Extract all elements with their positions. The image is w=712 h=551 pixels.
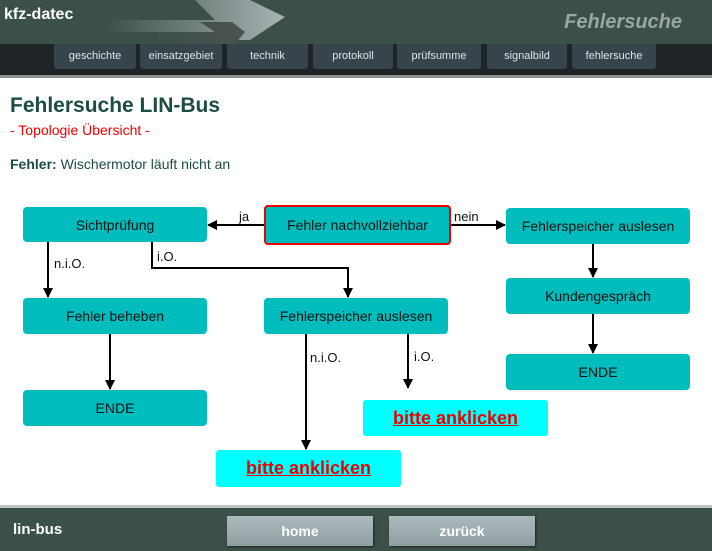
box-ende-left: ENDE <box>23 390 207 426</box>
link-bitte-anklicken-io[interactable]: bitte anklicken <box>363 400 548 436</box>
tab-technik[interactable]: technik <box>227 44 308 69</box>
fault-label: Fehler: <box>10 156 57 172</box>
header: kfz-datec Fehlersuche <box>0 0 712 44</box>
logo: kfz-datec <box>4 6 74 23</box>
box-ende-right: ENDE <box>506 354 690 390</box>
link-bitte-anklicken-nio[interactable]: bitte anklicken <box>216 450 401 487</box>
nav-bar: geschichte einsatzgebiet technik protoko… <box>0 44 712 78</box>
label-ja: ja <box>239 209 250 224</box>
home-button[interactable]: home <box>227 516 373 546</box>
arrow <box>151 242 353 298</box>
footer-title: lin-bus <box>13 521 63 538</box>
box-fehlerspeicher-right: Fehlerspeicher auslesen <box>506 208 690 244</box>
box-sichtpruefung: Sichtprüfung <box>23 207 207 242</box>
label-nein: nein <box>454 209 479 224</box>
label-io: i.O. <box>157 249 178 264</box>
page-subtitle: - Topologie Übersicht - <box>10 122 150 138</box>
back-button[interactable]: zurück <box>389 516 535 546</box>
box-kundengespraech: Kundengespräch <box>506 278 690 314</box>
box-fehlerspeicher-mid: Fehlerspeicher auslesen <box>264 298 448 334</box>
tab-protokoll[interactable]: protokoll <box>313 44 393 69</box>
box-fehler-beheben: Fehler beheben <box>23 298 207 334</box>
arrow-logo-icon <box>105 0 285 44</box>
footer: lin-bus home zurück <box>0 505 712 551</box>
box-fehler-nachvollziehbar: Fehler nachvollziehbar <box>264 205 451 245</box>
tab-fehlersuche[interactable]: fehlersuche <box>572 44 656 69</box>
tab-geschichte[interactable]: geschichte <box>54 44 136 69</box>
label-nio: n.i.O. <box>54 256 86 271</box>
label-io-mid: i.O. <box>414 349 435 364</box>
tab-pruefsumme[interactable]: prüfsumme <box>397 44 481 69</box>
content: Fehlersuche LIN-Bus - Topologie Übersich… <box>0 81 712 505</box>
label-nio-mid: n.i.O. <box>310 350 342 365</box>
tab-signalbild[interactable]: signalbild <box>487 44 567 69</box>
fault-description: Fehler: Wischermotor läuft nicht an <box>10 156 230 172</box>
page-title: Fehlersuche LIN-Bus <box>10 94 221 117</box>
tab-einsatzgebiet[interactable]: einsatzgebiet <box>140 44 222 69</box>
fault-text: Wischermotor läuft nicht an <box>56 156 231 172</box>
section-title: Fehlersuche <box>564 11 682 33</box>
